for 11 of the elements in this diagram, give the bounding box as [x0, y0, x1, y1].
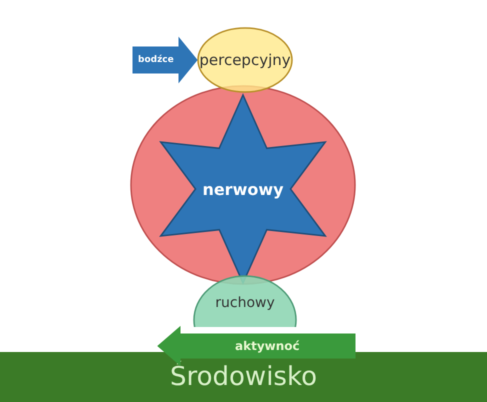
- perception-ellipse: [197, 27, 293, 93]
- node-label: Środowisko: [170, 362, 317, 392]
- edge-label: aktywnoć: [235, 339, 300, 353]
- block-arrow: [157, 326, 356, 366]
- block-arrow: [132, 36, 198, 84]
- edge-label: bodźce: [138, 55, 174, 65]
- node-label: percepcyjny: [199, 51, 291, 69]
- environment-band: [0, 352, 487, 402]
- node-label: nerwowy: [202, 180, 284, 198]
- node-label: ruchowy: [215, 295, 275, 311]
- nervous-ellipse: [130, 85, 356, 285]
